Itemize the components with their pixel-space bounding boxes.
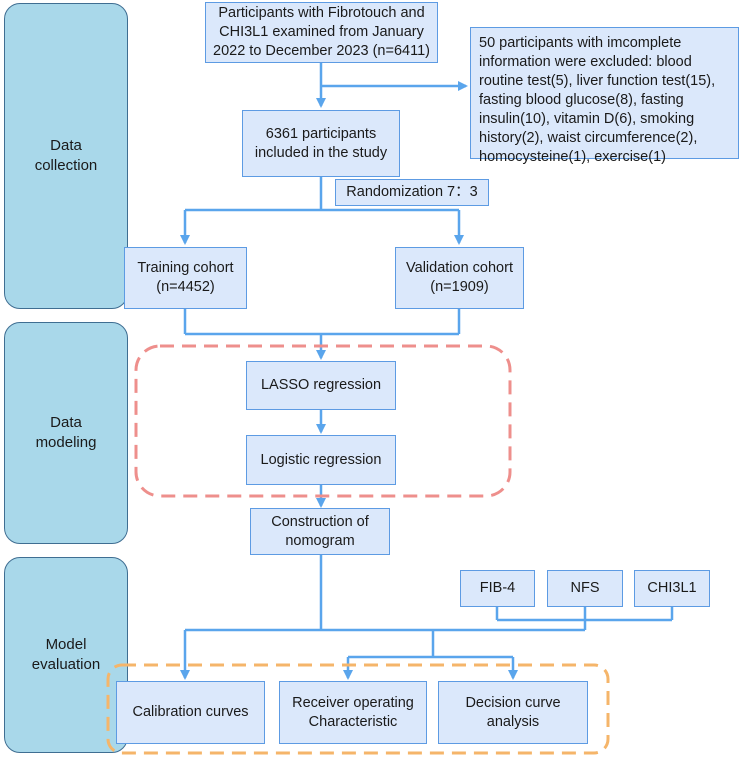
nfs-box: NFS xyxy=(547,570,623,607)
validation-cohort-box: Validation cohort (n=1909) xyxy=(395,247,524,309)
decision-curve-box: Decision curve analysis xyxy=(438,681,588,744)
chi3l1-box: CHI3L1 xyxy=(634,570,710,607)
training-cohort-box: Training cohort (n=4452) xyxy=(124,247,247,309)
calibration-curves-box: Calibration curves xyxy=(116,681,265,744)
modeling-dashed-frame xyxy=(134,344,512,498)
excluded-box: 50 participants with imcomplete informat… xyxy=(470,27,739,165)
logistic-regression-box: Logistic regression xyxy=(246,435,396,485)
section-data-modeling: Data modeling xyxy=(4,322,128,544)
fib4-box: FIB-4 xyxy=(460,570,535,607)
included-box: 6361 participants included in the study xyxy=(242,110,400,177)
section-data-collection: Data collection xyxy=(4,3,128,309)
roc-box: Receiver operating Characteristic xyxy=(279,681,427,744)
randomization-box: Randomization 7：3 xyxy=(335,179,489,206)
participants-box: Participants with Fibrotouch and CHI3L1 … xyxy=(205,2,438,63)
lasso-regression-box: LASSO regression xyxy=(246,361,396,410)
nomogram-box: Construction of nomogram xyxy=(250,508,390,555)
